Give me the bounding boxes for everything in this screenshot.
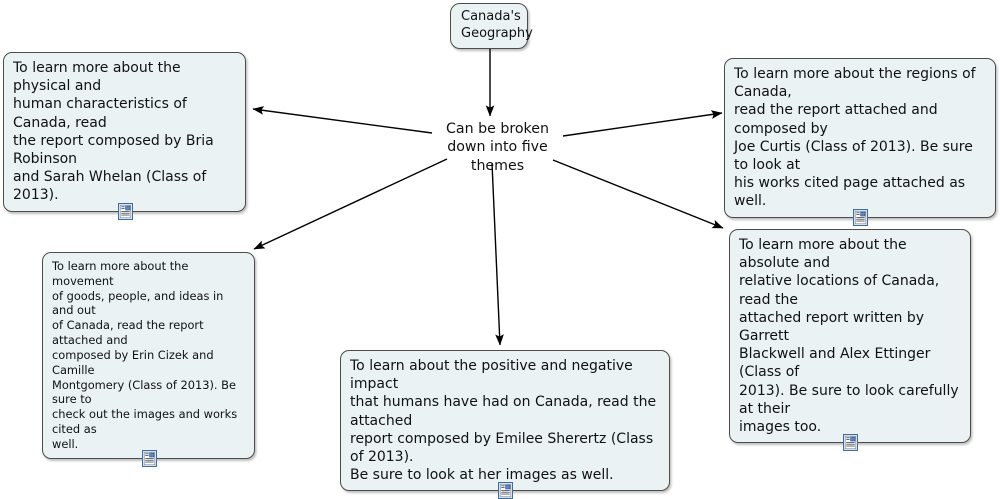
edge-center-to-location <box>552 159 724 229</box>
document-attachment-icon[interactable] <box>117 202 133 220</box>
node-five-themes[interactable]: Can be broken down into five themes <box>425 120 570 175</box>
document-attachment-icon[interactable] <box>141 449 157 467</box>
node-label: To learn more about the movement of good… <box>52 259 238 451</box>
node-label: To learn more about the absolute and rel… <box>739 237 959 435</box>
node-regions[interactable]: To learn more about the regions of Canad… <box>724 58 996 226</box>
node-movement[interactable]: To learn more about the movement of good… <box>42 252 255 467</box>
document-attachment-icon[interactable] <box>853 208 868 226</box>
node-human-environment-interaction[interactable]: To learn about the positive and negative… <box>340 350 670 499</box>
node-location[interactable]: To learn more about the absolute and rel… <box>729 229 971 452</box>
concept-map-canvas: Canada's Geography Can be broken down in… <box>3 3 996 499</box>
edge-center-to-regions <box>562 110 723 137</box>
edge-center-to-physical-human <box>252 106 433 134</box>
document-attachment-icon[interactable] <box>498 482 513 499</box>
node-physical-human-characteristics[interactable]: To learn more about the physical and hum… <box>3 52 246 220</box>
node-label: Can be broken down into five themes <box>446 121 549 174</box>
edge-center-to-human-environment <box>491 162 504 346</box>
node-canadas-geography[interactable]: Canada's Geography <box>450 3 533 49</box>
document-attachment-icon[interactable] <box>843 434 858 452</box>
node-label: Canada's Geography <box>461 9 533 41</box>
node-label: To learn more about the physical and hum… <box>13 60 214 204</box>
edge-center-to-movement <box>253 158 448 250</box>
node-label: To learn about the positive and negative… <box>350 358 657 484</box>
node-label: To learn more about the regions of Canad… <box>734 66 976 210</box>
